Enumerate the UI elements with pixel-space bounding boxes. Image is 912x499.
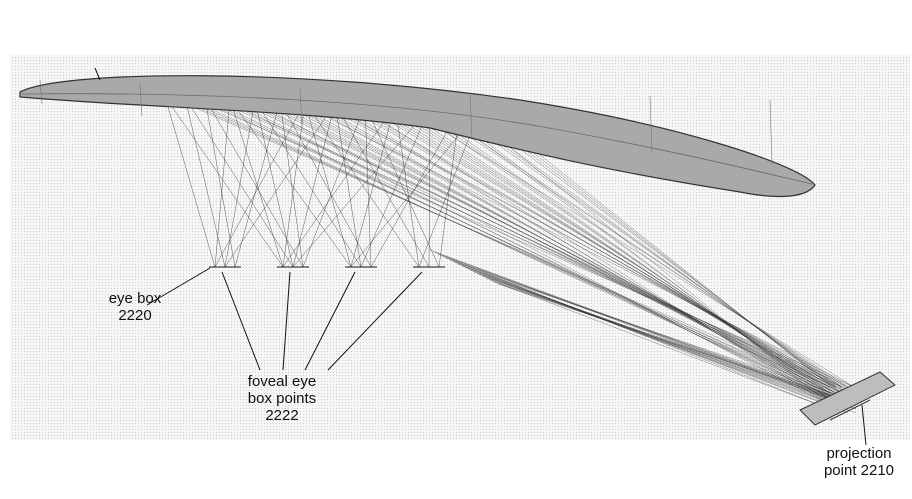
projection-label-line1: projection [826, 445, 892, 462]
eye-box-label: eye box 2220 [90, 290, 180, 324]
ray-to-eye [334, 103, 362, 268]
ray-to-projector [334, 103, 837, 406]
ray-to-projector [207, 98, 843, 406]
ray-to-eye [292, 107, 431, 268]
ray-to-projector [175, 96, 837, 394]
ray-to-projector [360, 104, 837, 388]
lens-facet-line [769, 99, 773, 165]
ray-to-eye [282, 105, 396, 268]
ray-to-projector [413, 106, 837, 400]
ray-to-eye [164, 96, 216, 268]
projection-point-leader [861, 404, 867, 446]
lens-body [19, 75, 816, 198]
ray-to-projector [169, 96, 831, 388]
ray-to-projector [350, 103, 855, 400]
ray-to-eye [364, 104, 372, 268]
foveal-point-leader [282, 271, 291, 371]
lens-facet-line [299, 87, 303, 129]
ray-to-eye [304, 102, 420, 268]
ray-to-projector [365, 104, 843, 394]
lens-facet-line [139, 83, 143, 117]
ray-to-projector [312, 102, 843, 406]
eye-box-label-number: 2220 [118, 307, 152, 324]
ray-to-projector [429, 107, 855, 394]
ray-to-projector [418, 106, 843, 406]
lens-leader-line [94, 67, 101, 81]
ray-to-projector [450, 107, 849, 394]
ray-to-eye [350, 105, 396, 268]
ray-to-projector [233, 99, 843, 388]
ray-to-projector [381, 105, 831, 388]
ray-to-projector [453, 261, 841, 410]
ray-to-projector [291, 101, 849, 406]
ray-to-eye [214, 99, 231, 268]
lens-element [19, 67, 816, 198]
ray-to-projector [228, 98, 837, 406]
ray-to-eye [214, 102, 306, 268]
ray-to-projector [493, 281, 849, 402]
ray-to-projector [254, 99, 837, 388]
ray-to-projector [217, 98, 855, 394]
ray-to-projector [445, 107, 843, 388]
ray-to-projector [180, 97, 843, 400]
foveal-label-number: 2222 [265, 407, 299, 424]
ray-to-eye [234, 101, 281, 268]
lens-facet-line [469, 91, 473, 141]
ray-to-projector [222, 98, 831, 400]
ray-to-projector [441, 255, 841, 414]
ray-to-projector [466, 108, 837, 388]
ray-to-projector [191, 97, 855, 388]
ray-to-projector [434, 107, 831, 400]
leader-lines [146, 267, 867, 446]
ray-to-projector [461, 108, 831, 406]
lens-facet-line [649, 95, 653, 153]
foveal-point-leader [304, 271, 356, 371]
foveal-eye-box-points-label: foveal eye box points 2222 [222, 373, 342, 424]
ray-to-projector [482, 109, 855, 406]
lens-inner-edge [21, 93, 813, 185]
eye-box-leader [146, 267, 211, 306]
ray-to-projector [387, 105, 837, 394]
ray-to-eye [164, 96, 284, 268]
ray-to-projector [408, 106, 831, 394]
ray-to-eye [370, 108, 461, 268]
ray-to-projector [355, 104, 831, 406]
ray-to-projector [471, 108, 843, 394]
ray-to-eye [184, 97, 226, 268]
projector-detail [829, 399, 871, 421]
lens-facet-line [39, 79, 43, 105]
ray-to-eye [302, 104, 366, 268]
ray-to-projector [440, 107, 837, 406]
ray-to-eye [334, 103, 430, 268]
foveal-label-line2: box points [247, 390, 317, 407]
ray-to-projector [328, 102, 831, 400]
projector-body [799, 371, 896, 426]
ray-to-projector [477, 108, 849, 400]
ray-to-projector [249, 99, 831, 406]
ray-to-projector [497, 283, 857, 406]
ray-to-eye [279, 101, 372, 268]
ray-to-projector [297, 101, 855, 388]
ray-to-projector [489, 279, 841, 414]
ray-to-projector [201, 97, 837, 400]
foveal-label-line1: foveal eye [247, 373, 317, 390]
ray-to-projector [196, 97, 831, 394]
ray-to-projector [403, 105, 855, 388]
projection-point-label: projection point 2210 [808, 445, 910, 479]
projection-label-line2: point 2210 [823, 462, 895, 479]
ray-to-projector [212, 98, 849, 388]
eye-box-label-name: eye box [108, 290, 162, 307]
foveal-point-leader [221, 271, 261, 371]
ray-to-eye [184, 97, 294, 268]
ray-to-projector [424, 106, 849, 388]
ray-to-eye [304, 102, 352, 268]
ray-bundle [164, 96, 896, 426]
ray-to-projector [323, 102, 855, 394]
foveal-point-leader [327, 271, 423, 371]
ray-to-projector [185, 97, 849, 406]
ray-to-projector [461, 265, 857, 402]
